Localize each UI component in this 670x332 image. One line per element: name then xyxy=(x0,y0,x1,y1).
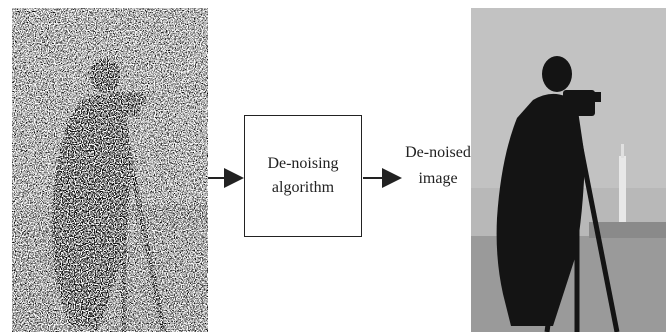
denoised-image-label: De-noised image xyxy=(405,144,471,187)
noisy-input-image xyxy=(12,8,208,332)
denoising-algorithm-label: De-noising algorithm xyxy=(267,155,339,196)
denoising-algorithm-box: De-noising algorithm xyxy=(244,115,362,237)
denoised-output-image xyxy=(471,8,666,332)
